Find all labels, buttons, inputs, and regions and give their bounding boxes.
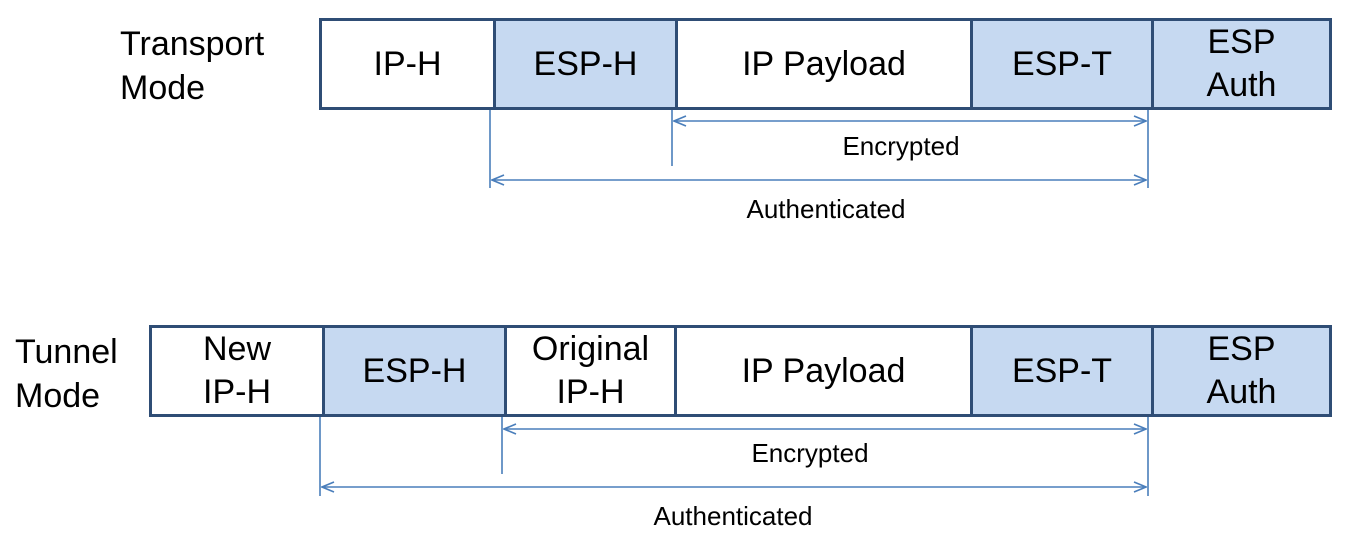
tunnel-field-esp-h: ESP-H <box>322 328 504 414</box>
transport-field-esp-auth: ESP Auth <box>1151 21 1329 107</box>
tunnel-field-original-ip-h-line1: Original <box>531 330 650 368</box>
transport-packet: IP-H ESP-H IP Payload ESP-T ESP Auth <box>319 18 1332 110</box>
transport-mode-label: Transport Mode <box>120 22 264 110</box>
tunnel-field-original-ip-h-line2: IP-H <box>556 373 625 411</box>
transport-field-esp-h-text: ESP-H <box>533 44 638 83</box>
transport-field-esp-h: ESP-H <box>493 21 675 107</box>
tunnel-field-esp-auth-line2: Auth <box>1206 373 1277 411</box>
transport-field-ip-h: IP-H <box>322 21 493 107</box>
tunnel-field-new-ip-h-line2: IP-H <box>203 373 271 411</box>
tunnel-field-esp-t: ESP-T <box>970 328 1151 414</box>
transport-mode-label-line1: Transport <box>120 25 265 63</box>
tunnel-mode-label-line2: Mode <box>15 377 101 415</box>
transport-field-esp-auth-line1: ESP <box>1207 23 1276 61</box>
tunnel-field-new-ip-h: New IP-H <box>152 328 322 414</box>
tunnel-authenticated-label: Authenticated <box>653 501 813 531</box>
tunnel-field-esp-h-text: ESP-H <box>362 351 467 390</box>
tunnel-field-esp-auth-line1: ESP <box>1207 330 1276 368</box>
transport-field-ip-h-text: IP-H <box>373 44 442 83</box>
transport-field-ip-payload: IP Payload <box>675 21 970 107</box>
tunnel-field-esp-auth: ESP Auth <box>1151 328 1329 414</box>
tunnel-field-new-ip-h-line1: New <box>202 330 272 368</box>
tunnel-field-ip-payload-text: IP Payload <box>741 351 906 390</box>
tunnel-mode-label: Tunnel Mode <box>15 330 118 418</box>
tunnel-field-original-ip-h: Original IP-H <box>504 328 674 414</box>
transport-field-esp-t: ESP-T <box>970 21 1151 107</box>
transport-field-esp-t-text: ESP-T <box>1011 44 1113 83</box>
transport-field-esp-auth-line2: Auth <box>1206 66 1277 104</box>
transport-mode-label-line2: Mode <box>120 69 206 107</box>
transport-encrypted-label: Encrypted <box>842 131 960 161</box>
transport-authenticated-label: Authenticated <box>746 194 906 224</box>
transport-field-ip-payload-text: IP Payload <box>742 44 906 83</box>
tunnel-encrypted-label: Encrypted <box>751 438 869 468</box>
tunnel-field-esp-t-text: ESP-T <box>1011 351 1113 390</box>
tunnel-packet: New IP-H ESP-H Original IP-H IP Payload … <box>149 325 1332 417</box>
tunnel-mode-label-line1: Tunnel <box>15 333 118 371</box>
tunnel-field-ip-payload: IP Payload <box>674 328 970 414</box>
